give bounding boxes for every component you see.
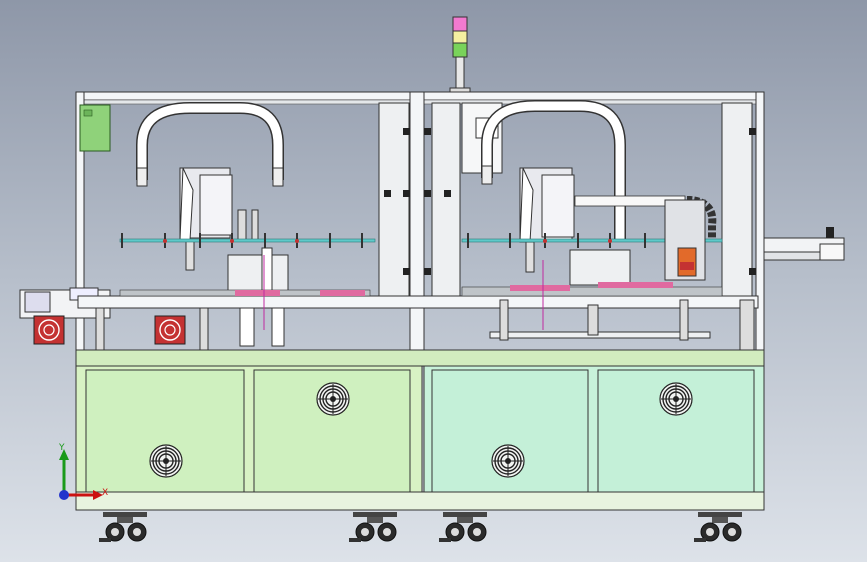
- signal-tower-icon: [449, 16, 471, 95]
- fan-grill-icon: [33, 315, 186, 345]
- robot-right: [481, 100, 717, 273]
- coordinate-axis-icon: [59, 449, 103, 500]
- caster-wheel-icon: [98, 511, 743, 543]
- conveyor-table: [77, 255, 759, 351]
- upper-frame: [75, 91, 765, 351]
- fixtures: [19, 199, 845, 319]
- robot-left: [136, 102, 284, 271]
- cabinet-base: [75, 349, 765, 511]
- guide-rails: [119, 233, 723, 248]
- axis-x-label: X: [102, 488, 109, 498]
- axis-y-label: Y: [59, 443, 65, 453]
